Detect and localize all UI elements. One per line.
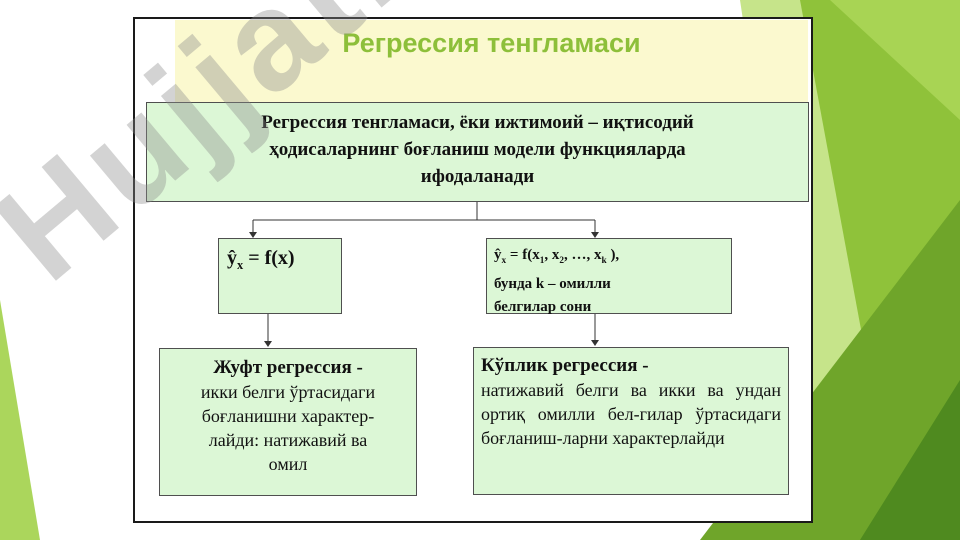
mf-sub-x: x — [501, 256, 507, 266]
definition-line-2: ҳодисаларнинг боғланиш модели функциялар… — [269, 139, 686, 160]
simple-formula-box: ŷx = f(x) — [218, 238, 342, 314]
multiple-formula-box: ŷx = f(x1, x2, …, xk ), бунда k – омилли… — [486, 238, 732, 315]
mf-sub-k: k — [601, 256, 607, 266]
mf-sub-2: 2 — [559, 256, 565, 266]
formula-subscript: x — [237, 258, 244, 272]
formula-rhs: = f(x) — [243, 247, 295, 269]
slide-title: Регрессия тенгламаси — [342, 28, 641, 58]
pair-regression-line-4: омил — [268, 454, 308, 474]
multiple-regression-heading: Кўплик регрессия - — [481, 355, 649, 376]
mf-end: ), — [606, 247, 620, 263]
multiple-formula-line-3: белгилар сони — [494, 299, 592, 315]
pair-regression-heading: Жуфт регрессия - — [213, 357, 363, 378]
mf-c1: , x — [544, 247, 560, 263]
multiple-regression-body: натижавий белги ва икки ва ундан ортиқ о… — [481, 380, 781, 448]
multiple-formula-line-1: ŷx = f(x1, x2, …, xk ), — [494, 244, 724, 273]
mf-sub-1: 1 — [539, 256, 545, 266]
formula-yhat: ŷ — [227, 247, 237, 269]
definition-box: Регрессия тенгламаси, ёки ижтимоий – иқт… — [146, 102, 809, 202]
pair-regression-box: Жуфт регрессия - икки белги ўртасидаги б… — [159, 348, 417, 496]
title-band — [175, 20, 808, 108]
definition-line-1: Регрессия тенгламаси, ёки ижтимоий – иқт… — [261, 112, 694, 133]
multiple-formula-line-2: бунда k – омилли — [494, 276, 611, 292]
pair-regression-line-3: лайди: натижавий ва — [208, 430, 368, 450]
pair-regression-line-2: боғланишни характер- — [201, 406, 375, 426]
multiple-regression-box: Кўплик регрессия - натижавий белги ва ик… — [473, 347, 789, 495]
definition-line-3: ифодаланади — [420, 166, 535, 187]
pair-regression-line-1: икки белги ўртасидаги — [200, 382, 376, 402]
mf-yhat: ŷ — [494, 247, 502, 263]
mf-eq: = f(x — [506, 247, 540, 263]
mf-c2: , …, x — [564, 247, 602, 263]
